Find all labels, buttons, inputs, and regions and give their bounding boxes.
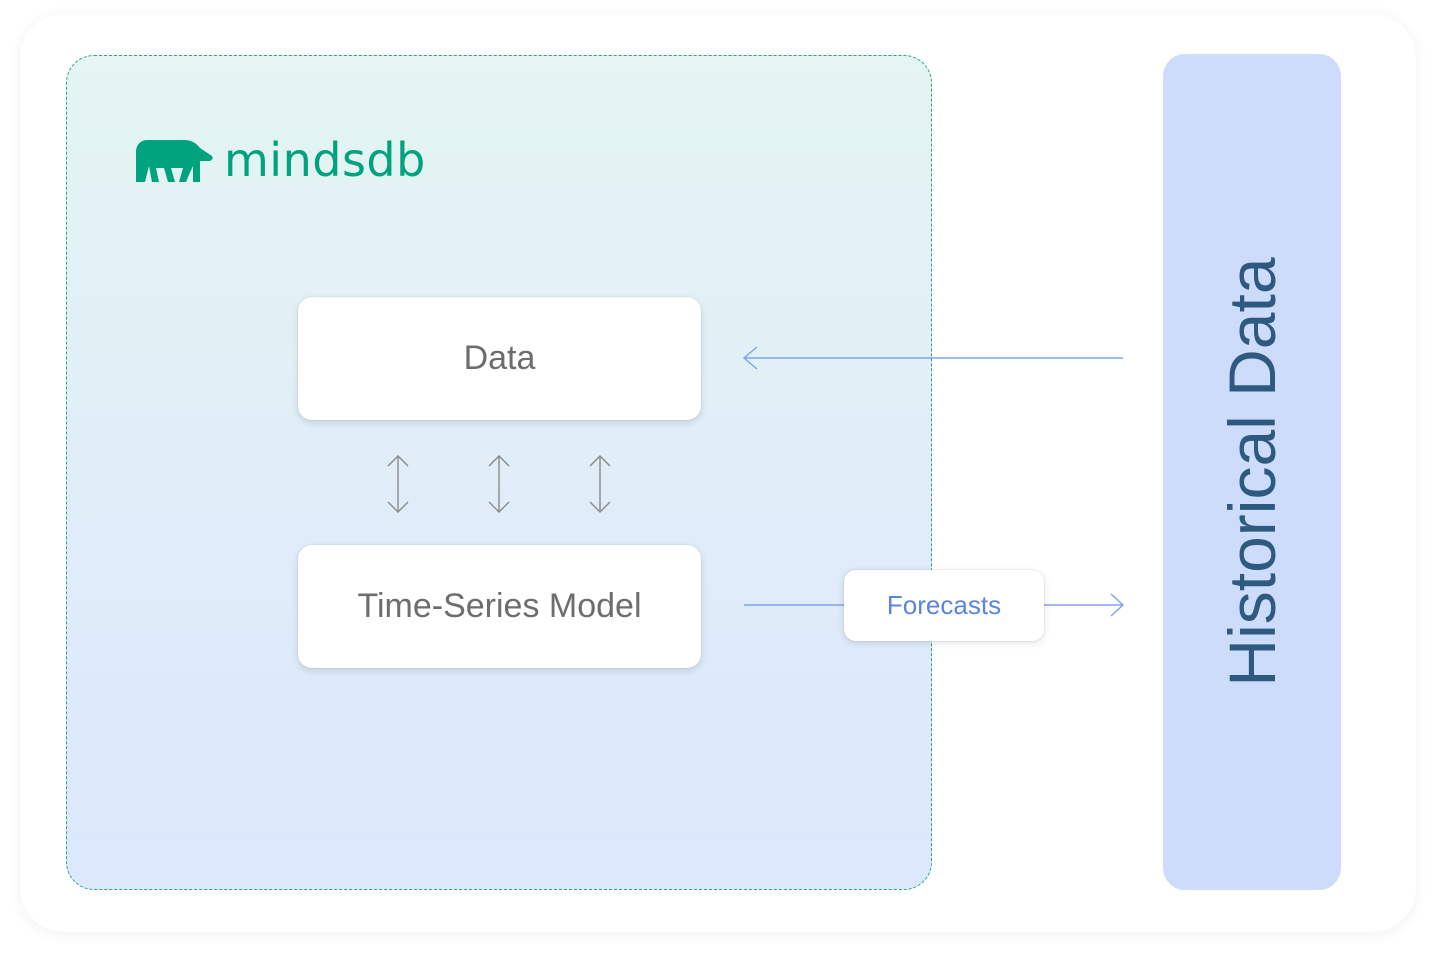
forecasts-label: Forecasts — [844, 570, 1044, 641]
historical-data-bar — [1163, 54, 1341, 890]
historical-data-label: Historical Data — [1215, 257, 1289, 687]
mindsdb-bear-icon — [136, 140, 213, 182]
time-series-model-node: Time-Series Model — [298, 545, 701, 668]
data-node: Data — [298, 297, 701, 420]
mindsdb-logo: mindsdb — [134, 130, 426, 190]
logo-text: mindsdb — [224, 133, 426, 187]
